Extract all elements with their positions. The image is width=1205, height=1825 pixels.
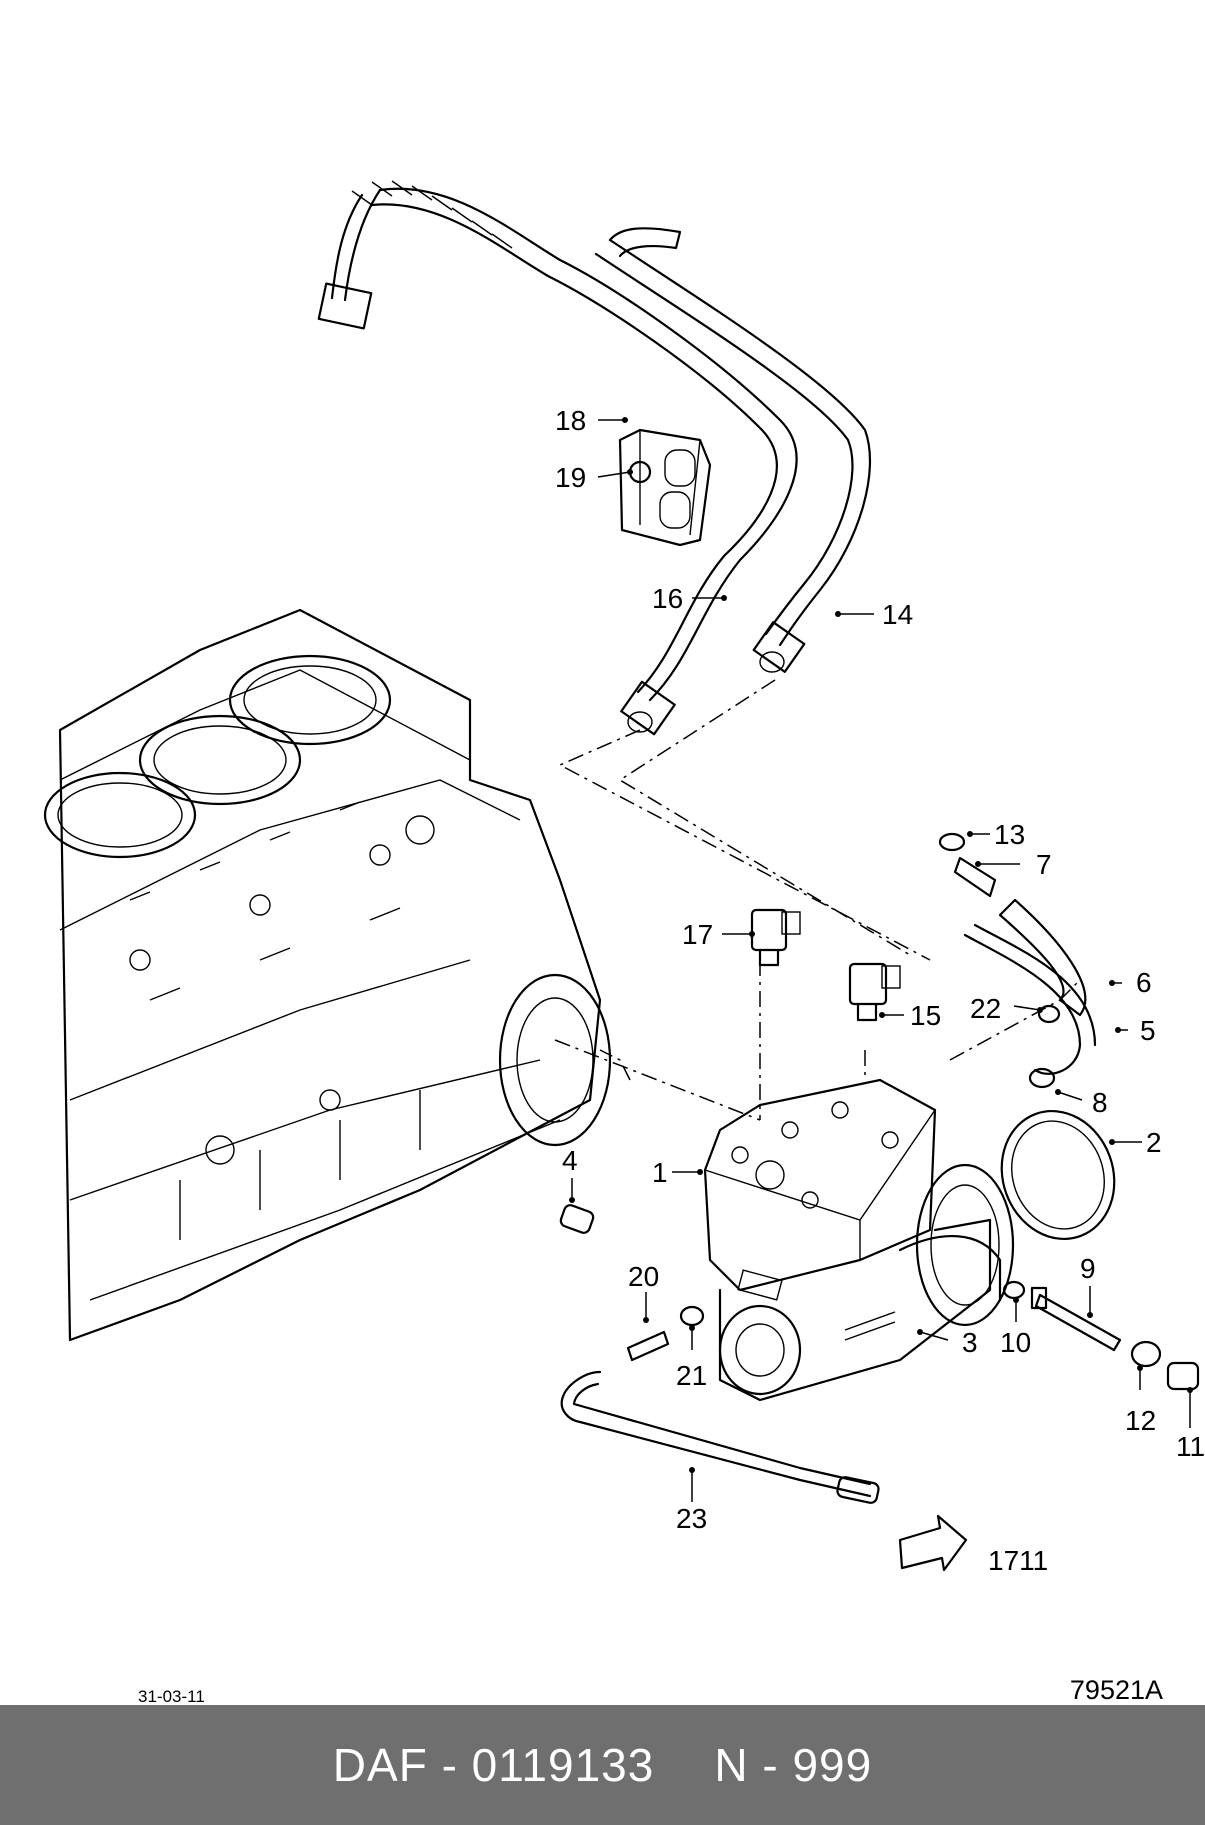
assembly-guide-lines — [554, 679, 1081, 1121]
engine-block-illustration — [43, 608, 612, 1342]
leader-lines — [569, 417, 1193, 1502]
date-stamp: 31-03-11 — [138, 1687, 205, 1706]
callout-18: 18 — [555, 405, 586, 436]
pipe-clamp-18 — [618, 428, 712, 547]
quantity: N - 999 — [714, 1739, 873, 1791]
callout-21: 21 — [676, 1360, 707, 1391]
callout-6: 6 — [1136, 967, 1152, 998]
callout-20: 20 — [628, 1261, 659, 1292]
callout-5: 5 — [1140, 1015, 1156, 1046]
part-number: DAF - 0119133 — [332, 1739, 655, 1791]
seal-ring-2 — [1000, 1109, 1116, 1241]
callout-8: 8 — [1092, 1087, 1108, 1118]
callout-22: 22 — [970, 993, 1001, 1024]
pressure-pipe-23 — [560, 1370, 968, 1572]
callout-19: 19 — [555, 462, 586, 493]
callout-labels: 18 19 16 14 13 7 17 6 22 15 5 8 2 4 1 9 … — [555, 405, 1205, 1576]
callout-1711: 1711 — [988, 1545, 1048, 1576]
footer-bar: DAF - 0119133 N - 999 — [0, 1705, 1205, 1825]
callout-23: 23 — [676, 1503, 707, 1534]
air-pipe-14 — [594, 227, 872, 673]
callout-12: 12 — [1125, 1405, 1156, 1436]
callout-9: 9 — [1080, 1253, 1096, 1284]
callout-15: 15 — [910, 1000, 941, 1031]
callout-3: 3 — [962, 1327, 978, 1358]
callout-2: 2 — [1146, 1127, 1162, 1158]
callout-4: 4 — [562, 1145, 578, 1176]
callout-13: 13 — [994, 819, 1025, 850]
callout-10: 10 — [1000, 1327, 1031, 1358]
callout-17: 17 — [682, 919, 713, 950]
callout-7: 7 — [1036, 849, 1052, 880]
exploded-parts-diagram: 18 19 16 14 13 7 17 6 22 15 5 8 2 4 1 9 … — [43, 180, 1205, 1576]
air-pipe-16 — [317, 180, 798, 736]
air-compressor-1 — [703, 1078, 1015, 1402]
callout-1: 1 — [652, 1157, 668, 1188]
small-parts — [559, 832, 1200, 1391]
callout-14: 14 — [882, 599, 913, 630]
callout-16: 16 — [652, 583, 683, 614]
drawing-code: 79521A — [1069, 1675, 1163, 1705]
callout-11: 11 — [1176, 1431, 1205, 1462]
